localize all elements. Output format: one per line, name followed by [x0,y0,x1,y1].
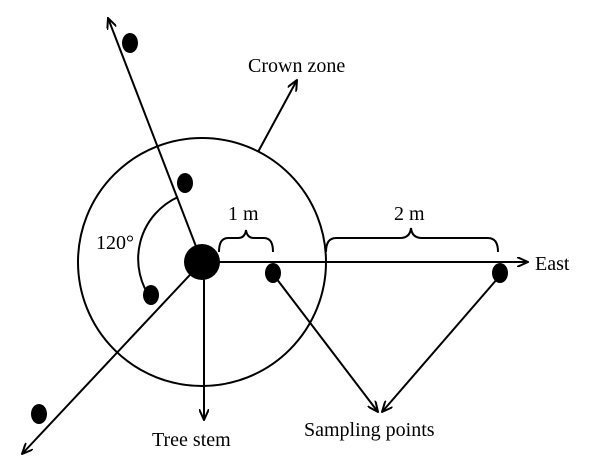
sampling-point [31,404,47,424]
brace-2m [325,227,499,253]
transect-southwest [22,261,203,454]
sampling-point [492,263,508,283]
angle-arc [137,196,179,301]
sampling-point [177,173,193,193]
two-meter-label: 2 m [394,203,425,225]
transect-northwest [108,18,203,263]
crown-zone-label: Crown zone [248,55,345,77]
tree-stem-dot [184,244,220,280]
sampling-arrow-inner [275,277,378,412]
sampling-point [143,285,159,305]
brace-1m [218,229,274,253]
east-label: East [535,253,570,275]
angle-label: 120° [96,232,134,254]
sampling-arrow-outer [382,277,499,412]
one-meter-label: 1 m [228,203,259,225]
sampling-point [122,33,138,53]
sampling-point [265,263,281,283]
tree-stem-label: Tree stem [152,429,231,451]
sampling-points-label: Sampling points [304,419,435,441]
crown-zone-arrow [257,80,297,153]
